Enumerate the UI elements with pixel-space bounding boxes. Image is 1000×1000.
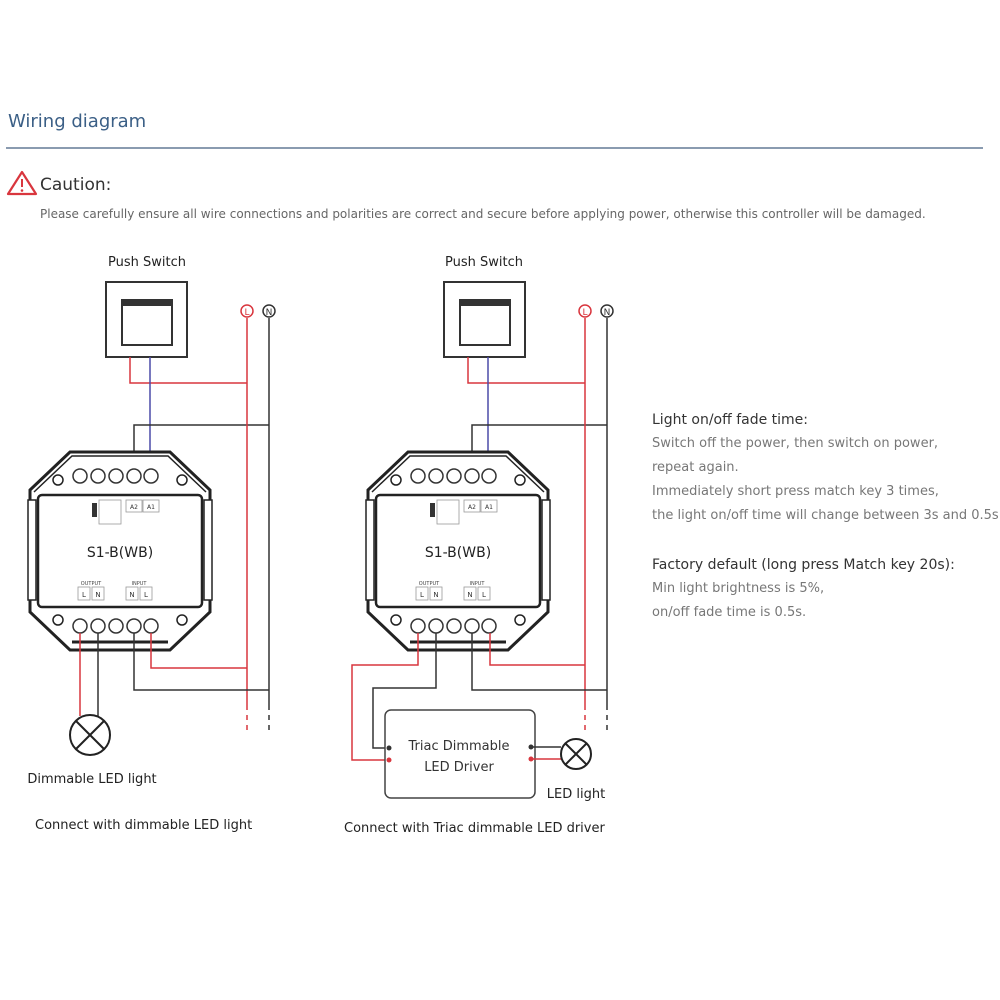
default-title: Factory default (long press Match key 20…	[652, 557, 955, 573]
svg-text:A1: A1	[485, 504, 493, 511]
caption: Connect with dimmable LED light	[35, 818, 252, 833]
svg-text:N: N	[129, 591, 134, 599]
controller-device: A2 A1 S1-B(WB) OUTPUT INPUT L N N L	[364, 450, 552, 652]
lamp-icon	[560, 738, 592, 770]
diagram-dimmable-led: L N A2 A1 S1-B(WB) OUTPUT INPUT L N N L	[26, 281, 276, 756]
svg-text:L: L	[82, 591, 86, 599]
fade-line: Immediately short press match key 3 time…	[652, 484, 939, 499]
lamp-icon	[69, 714, 111, 756]
neutral-terminal: N	[600, 304, 614, 318]
page-title: Wiring diagram	[8, 111, 147, 132]
svg-text:L: L	[582, 308, 587, 318]
fade-title: Light on/off fade time:	[652, 412, 809, 428]
fade-line: the light on/off time will change betwee…	[652, 508, 1000, 523]
live-terminal: L	[578, 304, 592, 318]
svg-text:INPUT: INPUT	[470, 581, 486, 587]
live-terminal: L	[240, 304, 254, 318]
neutral-terminal: N	[262, 304, 276, 318]
device-model: S1-B(WB)	[87, 545, 153, 561]
push-switch	[443, 281, 526, 358]
svg-text:A1: A1	[147, 504, 155, 511]
load-label: Dimmable LED light	[27, 772, 156, 787]
svg-text:OUTPUT: OUTPUT	[81, 581, 102, 587]
svg-text:A2: A2	[130, 504, 138, 511]
controller-device: A2 A1 S1-B(WB) OUTPUT INPUT L N N L	[26, 450, 214, 652]
caution-text: Please carefully ensure all wire connect…	[40, 207, 926, 221]
svg-text:N: N	[467, 591, 472, 599]
svg-text:N: N	[433, 591, 438, 599]
default-line: Min light brightness is 5%,	[652, 581, 825, 596]
device-model: S1-B(WB)	[425, 545, 491, 561]
warning-triangle-icon	[6, 170, 38, 196]
fade-time-section: Light on/off fade time: Switch off the p…	[652, 408, 1000, 528]
divider	[6, 147, 983, 149]
svg-text:LED Driver: LED Driver	[424, 760, 494, 775]
fade-line: Switch off the power, then switch on pow…	[652, 436, 939, 451]
svg-text:N: N	[95, 591, 100, 599]
svg-text:OUTPUT: OUTPUT	[419, 581, 440, 587]
push-switch	[105, 281, 188, 358]
triac-led-driver: Triac Dimmable LED Driver	[384, 709, 536, 799]
svg-text:A2: A2	[468, 504, 476, 511]
svg-text:L: L	[482, 591, 486, 599]
switch-label: Push Switch	[445, 255, 523, 270]
svg-text:N: N	[266, 308, 273, 318]
diagram-triac-driver: L N A2 A1 S1-B(WB) OUTPUT INPUT L N N L …	[351, 281, 614, 799]
default-line: on/off fade time is 0.5s.	[652, 605, 807, 620]
svg-text:N: N	[604, 308, 611, 318]
factory-default-section: Factory default (long press Match key 20…	[652, 553, 955, 625]
load-label: LED light	[547, 787, 605, 802]
svg-text:L: L	[144, 591, 148, 599]
svg-text:Triac Dimmable: Triac Dimmable	[407, 739, 509, 754]
svg-text:L: L	[244, 308, 249, 318]
svg-text:L: L	[420, 591, 424, 599]
caution-label: Caution:	[40, 175, 112, 195]
caption: Connect with Triac dimmable LED driver	[344, 821, 605, 836]
svg-text:INPUT: INPUT	[132, 581, 148, 587]
fade-line: repeat again.	[652, 460, 739, 475]
switch-label: Push Switch	[108, 255, 186, 270]
